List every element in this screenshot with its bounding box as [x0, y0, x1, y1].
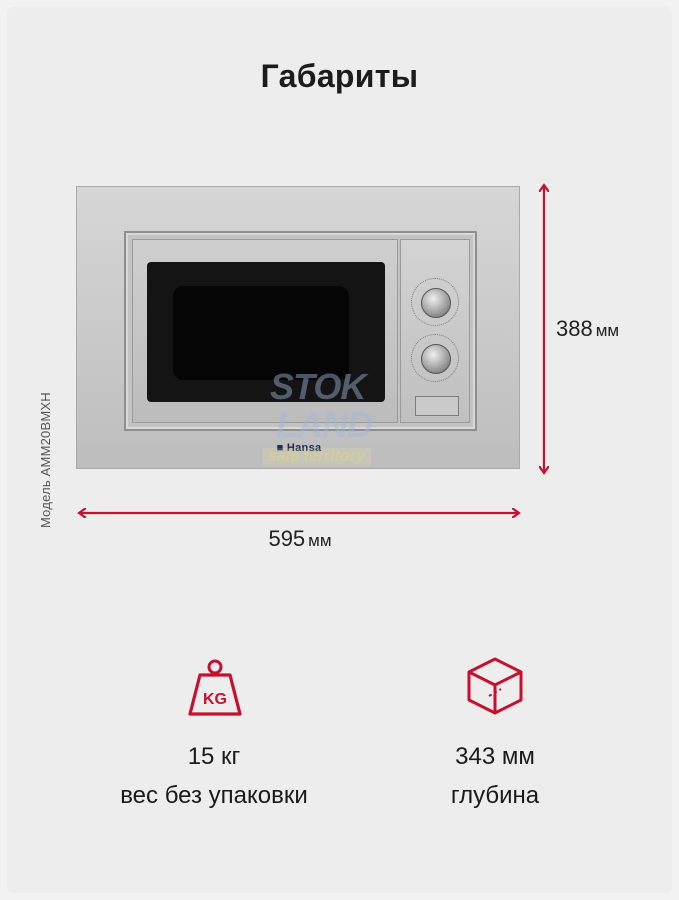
- door-window: [147, 262, 385, 402]
- timer-knob-icon: [421, 344, 451, 374]
- power-knob-icon: [421, 288, 451, 318]
- microwave-body: [124, 231, 477, 431]
- knob-scale: [411, 278, 459, 326]
- box-icon: [465, 656, 525, 716]
- weight-value: 15 кг: [187, 743, 241, 770]
- timer-scale: [411, 334, 459, 382]
- microwave-image: ■ Hansa: [76, 186, 520, 469]
- weight-label: вес без упаковки: [120, 782, 308, 809]
- width-value: 595: [268, 526, 306, 551]
- depth-label: глубина: [450, 782, 540, 809]
- weight-icon-text: KG: [203, 691, 227, 708]
- control-panel: [400, 239, 470, 423]
- weight-icon: KG: [186, 658, 244, 718]
- width-unit: мм: [308, 531, 332, 550]
- microwave-door: [132, 239, 398, 423]
- brand-logo: ■ Hansa: [276, 442, 322, 454]
- height-value: 388: [556, 316, 593, 341]
- door-glass: [173, 286, 349, 380]
- model-label: Модель AMM20BMXH: [38, 392, 53, 528]
- page-title: Габариты: [260, 58, 419, 94]
- depth-value: 343 мм: [455, 743, 535, 770]
- door-open-button-icon: [415, 396, 459, 416]
- height-unit: мм: [595, 321, 620, 340]
